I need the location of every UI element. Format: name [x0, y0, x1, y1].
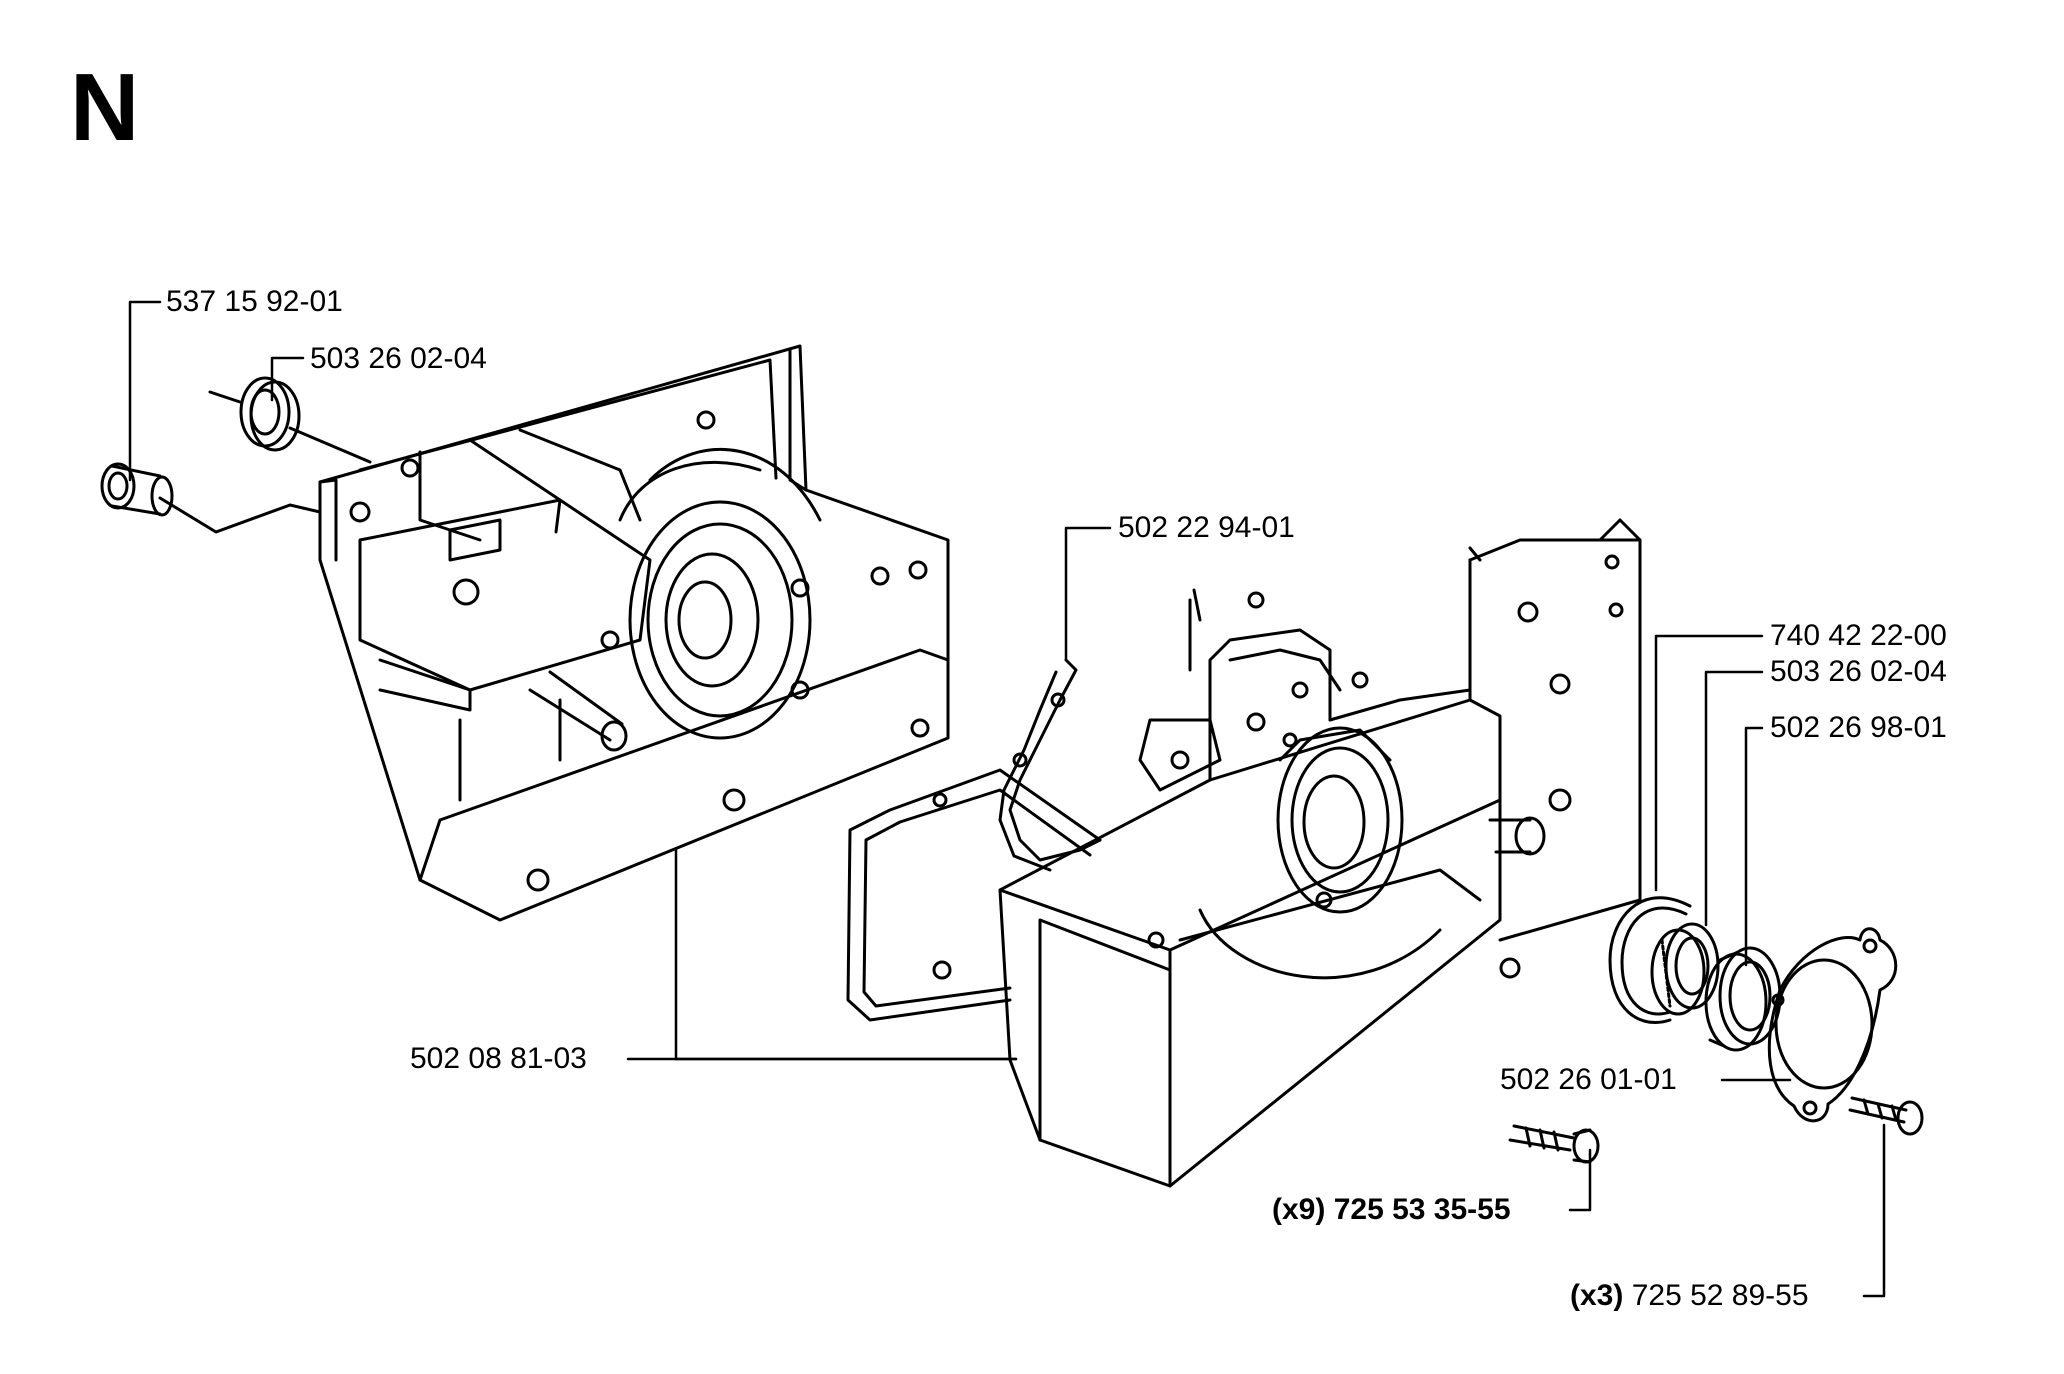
- leader-lines: [128, 300, 1886, 1298]
- quantity-x3: (x3): [1570, 1279, 1624, 1312]
- part-number-725-52-89-55: 725 52 89-55: [1631, 1279, 1809, 1312]
- label-502-08-81-03[interactable]: 502 08 81-03: [410, 1042, 587, 1075]
- label-537-15-92-01[interactable]: 537 15 92-01: [166, 285, 343, 318]
- label-725-53-35-55[interactable]: (x9) 725 53 35-55: [1272, 1195, 1511, 1225]
- quantity-x9: (x9): [1272, 1193, 1326, 1226]
- cover-part: [1767, 927, 1898, 1123]
- part-number-725-53-35-55: 725 53 35-55: [1333, 1193, 1511, 1226]
- label-502-26-98-01[interactable]: 502 26 98-01: [1770, 711, 1947, 744]
- label-502-26-01-01[interactable]: 502 26 01-01: [1500, 1063, 1677, 1096]
- label-740-42-22-00[interactable]: 740 42 22-00: [1770, 619, 1947, 652]
- label-503-26-02-04-right[interactable]: 503 26 02-04: [1770, 655, 1947, 688]
- screw-part-x3: [1848, 1096, 1924, 1136]
- crankcase-left-half: [318, 344, 950, 922]
- crankcase-right-half: [998, 518, 1642, 1188]
- bushing-part: [100, 462, 322, 534]
- section-letter: N: [70, 54, 140, 161]
- label-725-52-89-55[interactable]: (x3) 725 52 89-55: [1570, 1281, 1809, 1311]
- screw-part-x9: [1508, 1124, 1600, 1164]
- seal-part-left: [208, 376, 372, 464]
- circlip-part: [1608, 896, 1692, 1024]
- label-502-22-94-01[interactable]: 502 22 94-01: [1118, 511, 1295, 544]
- label-503-26-02-04-left[interactable]: 503 26 02-04: [310, 342, 487, 375]
- gasket-part: [846, 658, 1102, 1022]
- seal-part-right: [1650, 922, 1720, 1016]
